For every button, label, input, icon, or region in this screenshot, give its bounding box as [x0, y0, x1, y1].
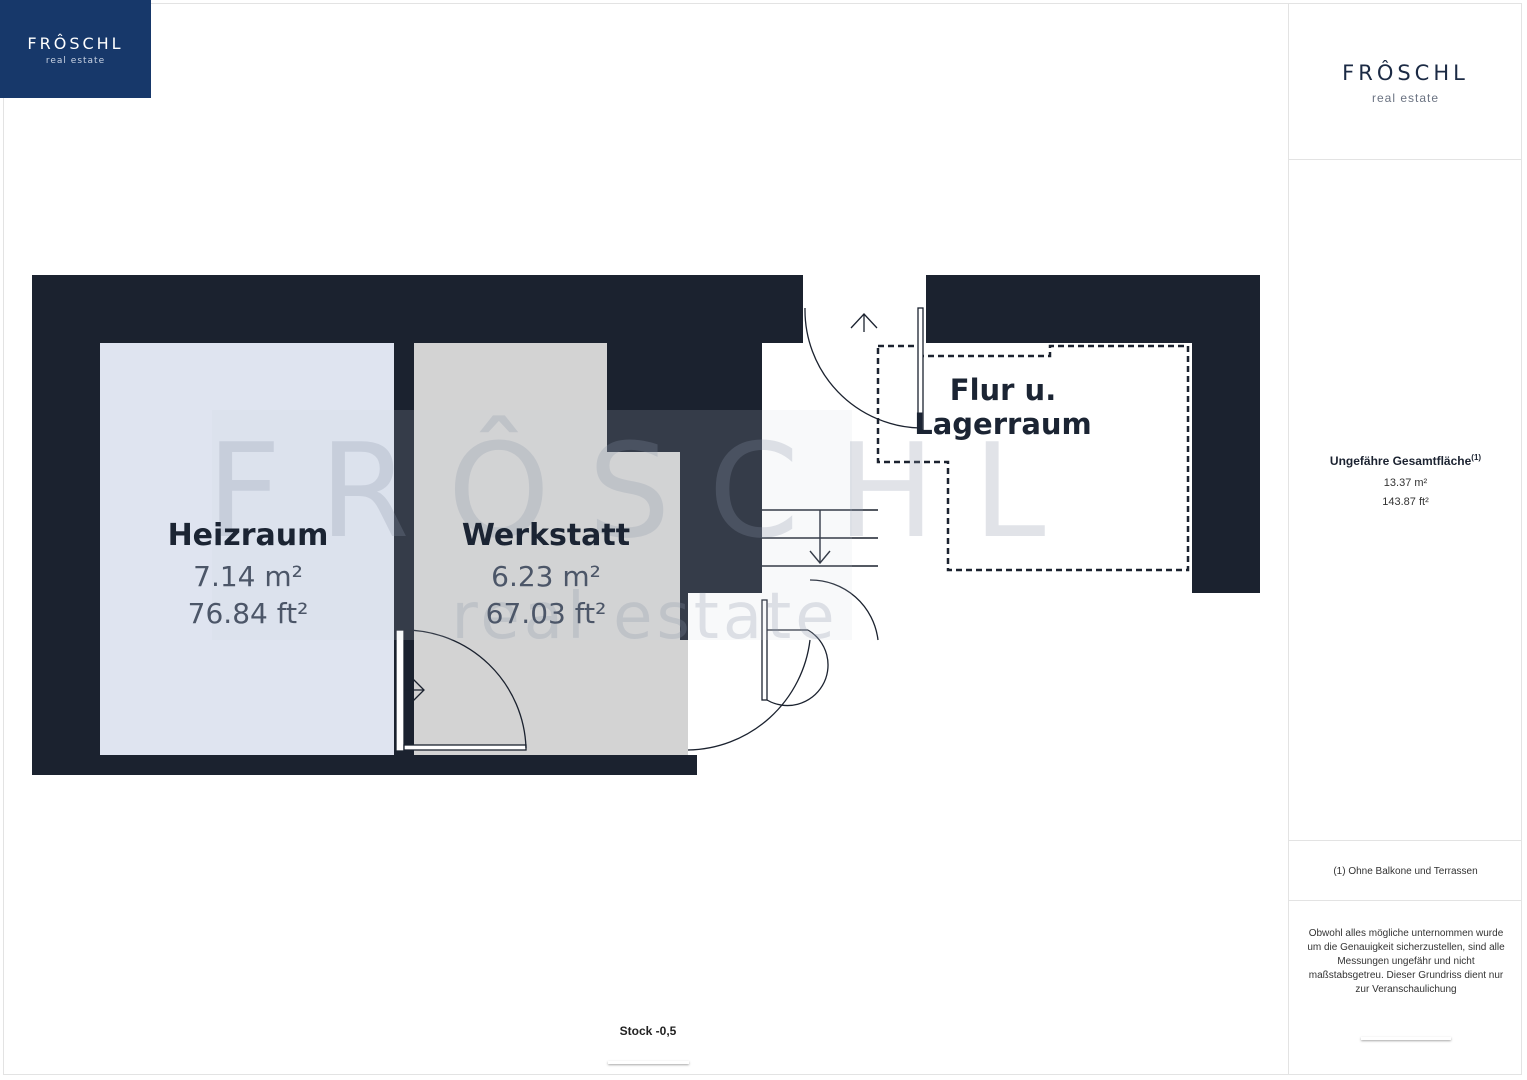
- info-sidebar: FRÔSCHL real estate Ungefähre Gesamtfläc…: [1288, 3, 1522, 1075]
- door-top: [804, 307, 924, 431]
- room-label-werkstatt: Werkstatt: [462, 518, 630, 553]
- total-area-label: Ungefähre Gesamtfläche(1): [1289, 453, 1522, 468]
- room-heizraum-floor: [100, 343, 394, 755]
- room-label-flur-line1: Flur u.: [950, 373, 1056, 407]
- total-area-label-text: Ungefähre Gesamtfläche: [1329, 454, 1472, 468]
- footnote-text: (1) Ohne Balkone und Terrassen: [1289, 840, 1522, 901]
- storage-dashed-outline: [876, 344, 1190, 572]
- room-area-ft2-werkstatt: 67.03 ft²: [486, 597, 607, 630]
- floor-label: Stock -0,5: [619, 1024, 677, 1038]
- corner-logo-tagline: real estate: [45, 56, 106, 66]
- room-flur-lower: [688, 593, 808, 755]
- room-werkstatt-floor: [414, 343, 688, 755]
- watermark-brand: FRÔSCHL: [207, 415, 1084, 567]
- room-flur-floor: [762, 343, 1192, 593]
- sidebar-logo: FRÔSCHL real estate: [1289, 3, 1522, 160]
- total-area-m2: 13.37 m²: [1383, 477, 1428, 489]
- room-area-ft2-heizraum: 76.84 ft²: [188, 597, 309, 630]
- stairs: [762, 509, 878, 567]
- room-area-m2-werkstatt: 6.23 m²: [491, 560, 601, 593]
- door-heizraum: [395, 629, 527, 752]
- page-frame: [3, 3, 1522, 1075]
- total-area-ft2: 143.87 ft²: [1382, 496, 1429, 508]
- disclaimer-text: Obwohl alles mögliche unternommen wurde …: [1307, 928, 1505, 995]
- sidebar-logo-tagline: real estate: [1371, 91, 1440, 105]
- floor-selector-bar[interactable]: [608, 1061, 689, 1064]
- total-area-block: Ungefähre Gesamtfläche(1) 13.37 m² 143.8…: [1289, 453, 1522, 508]
- sidebar-bottom-bar[interactable]: [1361, 1037, 1451, 1040]
- room-label-heizraum: Heizraum: [168, 518, 329, 553]
- watermark-tagline: real estate: [451, 580, 838, 654]
- sidebar-logo-brand: FRÔSCHL: [1342, 61, 1469, 85]
- watermark-band: [212, 410, 852, 640]
- footnote-mark: (1): [1471, 453, 1482, 462]
- room-area-m2-heizraum: 7.14 m²: [193, 560, 303, 593]
- corner-logo-brand: FRÔSCHL: [27, 34, 124, 53]
- room-label-flur-line2: Lagerraum: [914, 407, 1092, 441]
- door-lower: [687, 579, 879, 751]
- wall-right-block: [926, 275, 1260, 593]
- floor-plan: FRÔSCHL real estate Heizraum 7.14 m² 76.…: [32, 275, 1260, 775]
- corner-logo: FRÔSCHL real estate: [0, 0, 151, 98]
